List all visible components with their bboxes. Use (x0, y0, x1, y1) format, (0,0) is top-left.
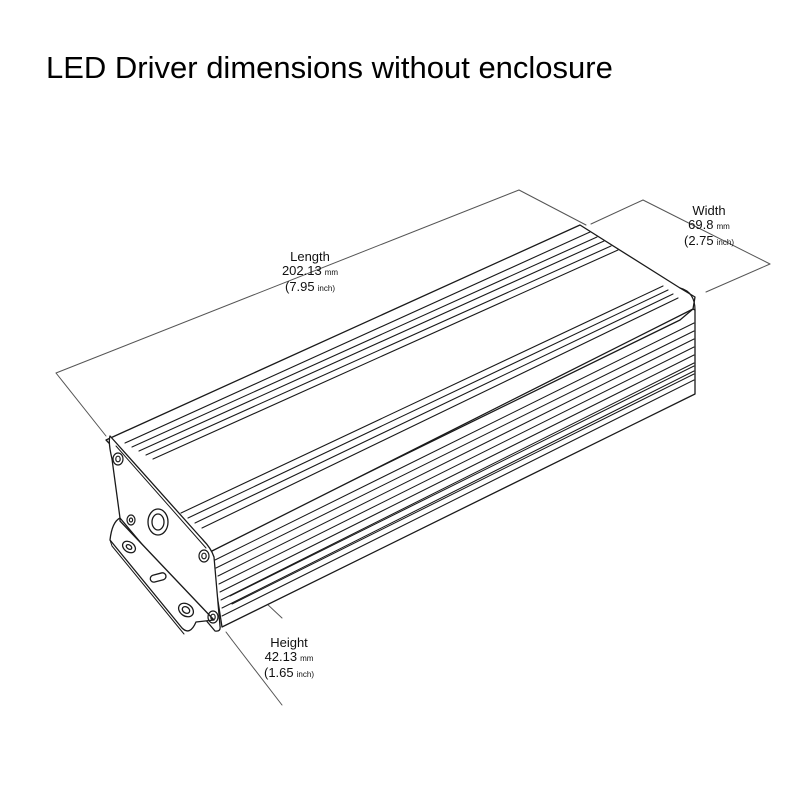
length-mm-unit: mm (324, 268, 339, 277)
width-dimension-lines (590, 199, 771, 293)
width-mm-unit: mm (716, 222, 730, 231)
screw-heads (112, 452, 219, 624)
side-grooves (214, 322, 695, 617)
length-inch-value: (7.95 (285, 279, 315, 294)
width-inch-unit: inch) (716, 238, 734, 247)
width-mm-value: 69.8 (688, 217, 714, 232)
width-label: Width (692, 203, 726, 218)
height-inch-value: (1.65 (264, 665, 294, 680)
mounting-flange (109, 517, 215, 632)
height-inch-unit: inch) (296, 670, 314, 679)
length-label: Length (290, 249, 330, 264)
length-dimension-lines (55, 189, 587, 437)
length-inch-unit: inch) (317, 284, 335, 293)
flange-slots (121, 540, 195, 618)
cable-gland (147, 508, 169, 536)
height-mm-unit: mm (300, 654, 314, 663)
length-mm-value: 202.13 (281, 263, 322, 278)
height-mm-value: 42.13 (264, 649, 298, 664)
page-title: LED Driver dimensions without enclosure (46, 50, 613, 85)
top-rail-near (124, 231, 619, 460)
end-plate (108, 435, 221, 632)
width-inch-value: (2.75 (684, 233, 714, 248)
top-ridges (180, 285, 679, 529)
height-label: Height (270, 635, 308, 650)
top-corner (679, 287, 696, 311)
